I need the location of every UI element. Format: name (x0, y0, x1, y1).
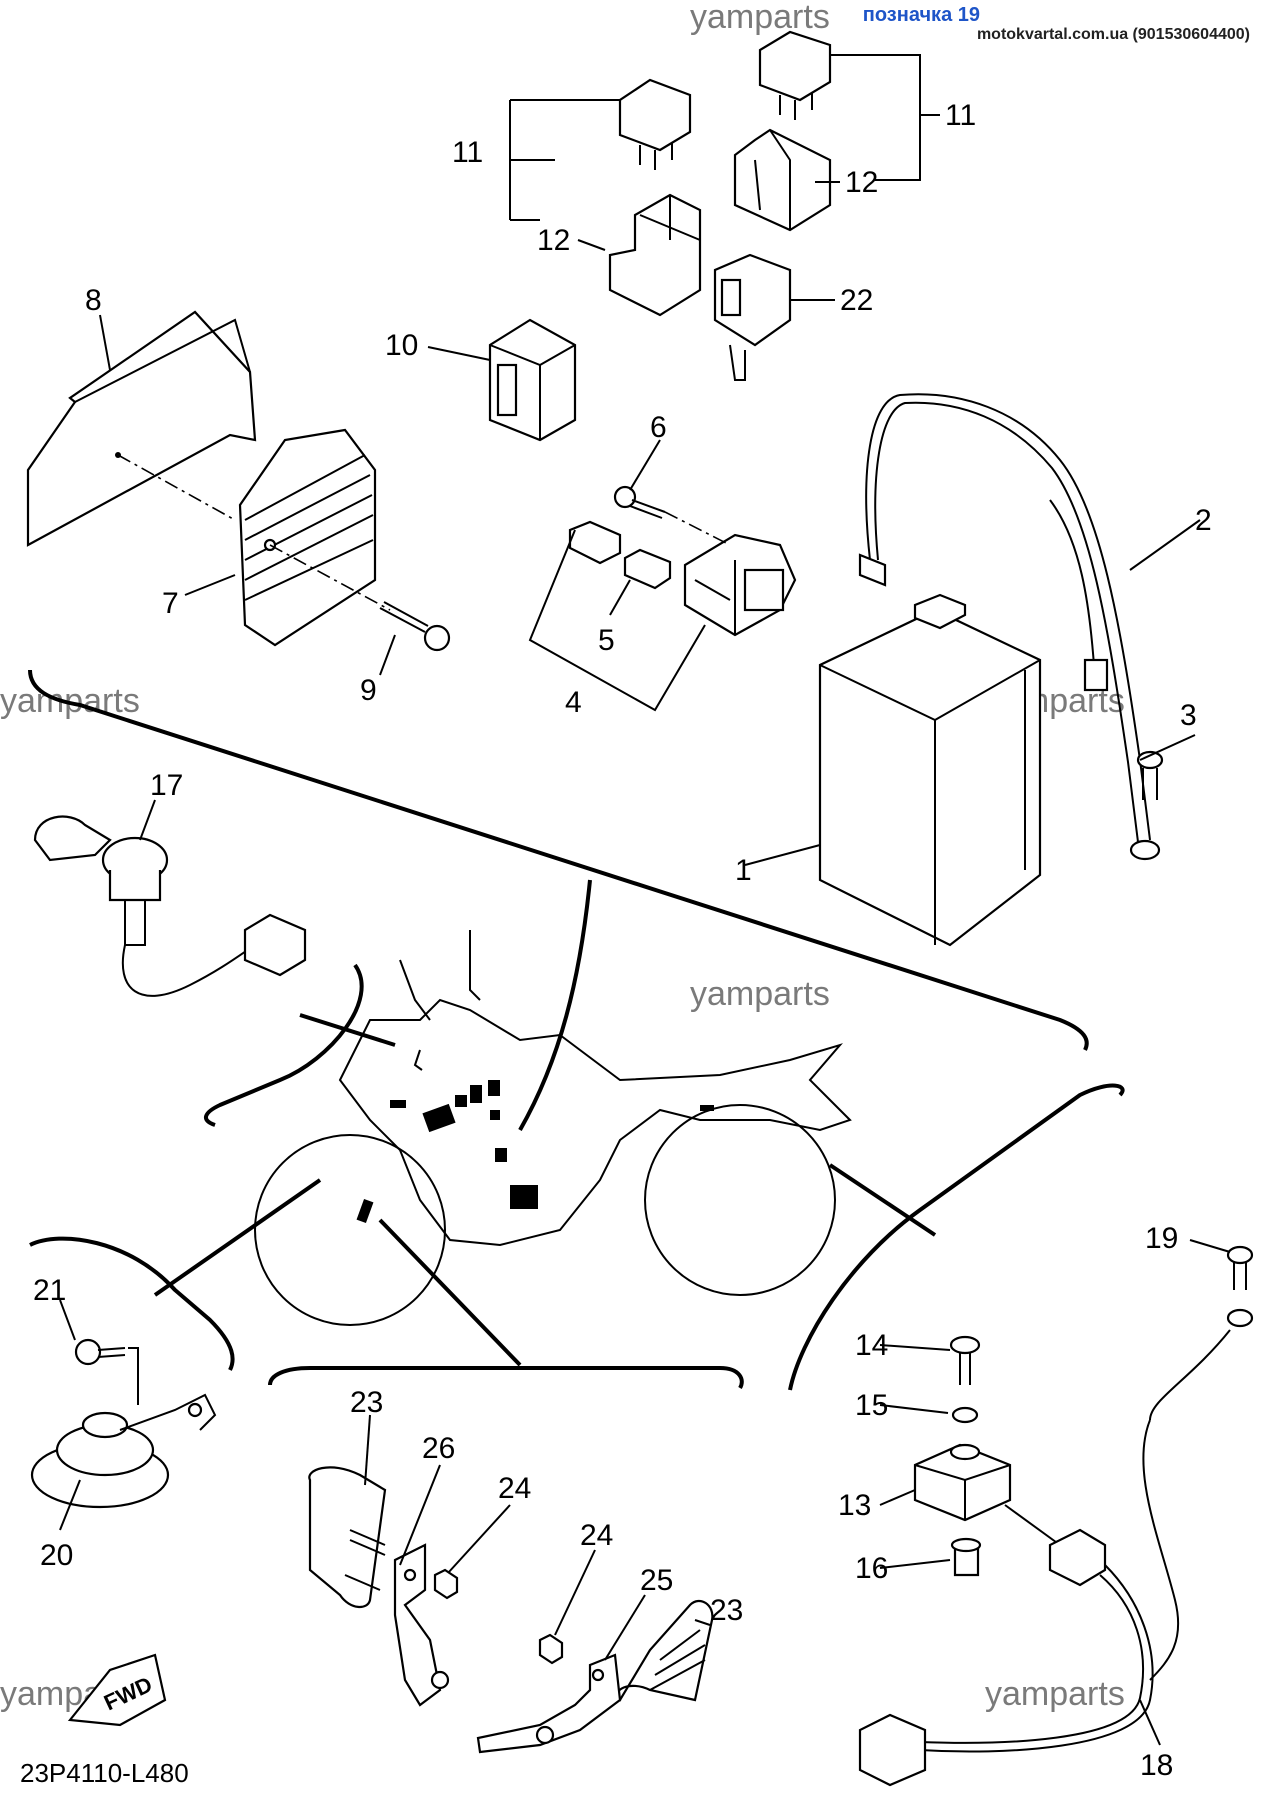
callout-25: 25 (640, 1564, 673, 1597)
part-13-sensor (913, 1443, 1012, 1522)
header-title: позначка 19 (862, 4, 980, 26)
callout-11-left: 11 (452, 136, 483, 169)
callout-3: 3 (1180, 699, 1197, 732)
part-12-holder-left (608, 193, 702, 317)
part-20-horn (30, 1393, 217, 1509)
watermark-top: yamparts (690, 0, 830, 36)
fwd-arrow: FWD (67, 1653, 167, 1727)
center-divider (518, 879, 592, 1131)
callout-6: 6 (650, 411, 667, 444)
assembly-line-6 (664, 511, 731, 546)
callout-22: 22 (840, 284, 873, 317)
callout-12-right: 12 (845, 166, 878, 199)
callout-2: 2 (1195, 504, 1212, 537)
part-9-bolt (379, 601, 451, 652)
lower-left-divider (29, 1236, 235, 1371)
callout-5: 5 (598, 624, 615, 657)
pointer-line-17 (299, 1013, 396, 1047)
callout-12-left: 12 (537, 224, 570, 257)
diagram-code: 23P4110-L480 (20, 1758, 189, 1788)
part-24-nut-right (538, 1633, 564, 1665)
callout-7: 7 (162, 587, 179, 620)
part-10-relay (488, 318, 577, 442)
part-12-holder-right (733, 128, 832, 232)
callout-18: 18 (1140, 1749, 1173, 1782)
part-8-cover (26, 310, 257, 547)
part-11-relay-right (758, 30, 832, 120)
part-1-battery (818, 593, 1042, 947)
part-3-bolt (1136, 750, 1164, 800)
part-19-bolt (1226, 1245, 1254, 1328)
callout-24-left: 24 (498, 1472, 531, 1505)
part-5-fuse (623, 548, 672, 590)
lower-center-divider (268, 1366, 744, 1390)
callout-14: 14 (855, 1329, 888, 1362)
callout-15: 15 (855, 1389, 888, 1422)
pointer-line-reflectors (378, 1218, 522, 1367)
callout-20: 20 (40, 1539, 73, 1572)
part-17-socket (33, 815, 307, 997)
part-25-bracket (476, 1653, 622, 1754)
callout-9: 9 (360, 674, 377, 707)
callout-10: 10 (385, 329, 418, 362)
part-21-bolt (74, 1338, 139, 1405)
part-6-screw (613, 485, 666, 519)
part-11-relay-left (618, 78, 692, 170)
part-16-collar (950, 1537, 982, 1577)
left-section-divider (204, 963, 364, 1127)
part-7-regulator (238, 428, 377, 647)
assembly-line-7 (269, 544, 391, 611)
callout-4: 4 (565, 686, 582, 719)
part-24-nut-left (433, 1568, 459, 1600)
part-4-cap (568, 520, 622, 565)
part-18-harness (858, 1329, 1231, 1787)
callout-11-right: 11 (945, 99, 976, 132)
callout-26: 26 (422, 1432, 455, 1465)
right-section-divider (788, 1083, 1125, 1391)
callout-8: 8 (85, 284, 102, 317)
callout-16: 16 (855, 1552, 888, 1585)
part-23-reflector-left (308, 1466, 387, 1608)
callout-24-right: 24 (580, 1519, 613, 1552)
callout-17: 17 (150, 769, 183, 802)
part-26-bracket (393, 1543, 450, 1707)
pointer-line-sensor (828, 1163, 937, 1237)
callout-1: 1 (735, 854, 752, 887)
part-2-lead-wire (858, 393, 1161, 861)
watermark-center: yamparts (690, 975, 830, 1013)
callout-23-right: 23 (710, 1594, 743, 1627)
motorcycle-silhouette (254, 930, 852, 1326)
part-22-relay (713, 253, 792, 381)
part-14-screw (949, 1335, 981, 1385)
part-15-washer (951, 1406, 979, 1424)
pointer-line-horn (153, 1178, 322, 1297)
callout-23-left: 23 (350, 1386, 383, 1419)
callout-13: 13 (838, 1489, 871, 1522)
header-site: motokvartal.com.ua (901530604400) (976, 26, 1250, 43)
callout-19: 19 (1145, 1222, 1178, 1255)
watermark-bottom-right: yamparts (985, 1675, 1125, 1713)
assembly-line-8 (117, 454, 236, 521)
part-4-fuse-box (683, 533, 797, 637)
leader-lines (59, 54, 1231, 1746)
callout-21: 21 (33, 1274, 66, 1307)
top-section-divider (28, 669, 1089, 1051)
